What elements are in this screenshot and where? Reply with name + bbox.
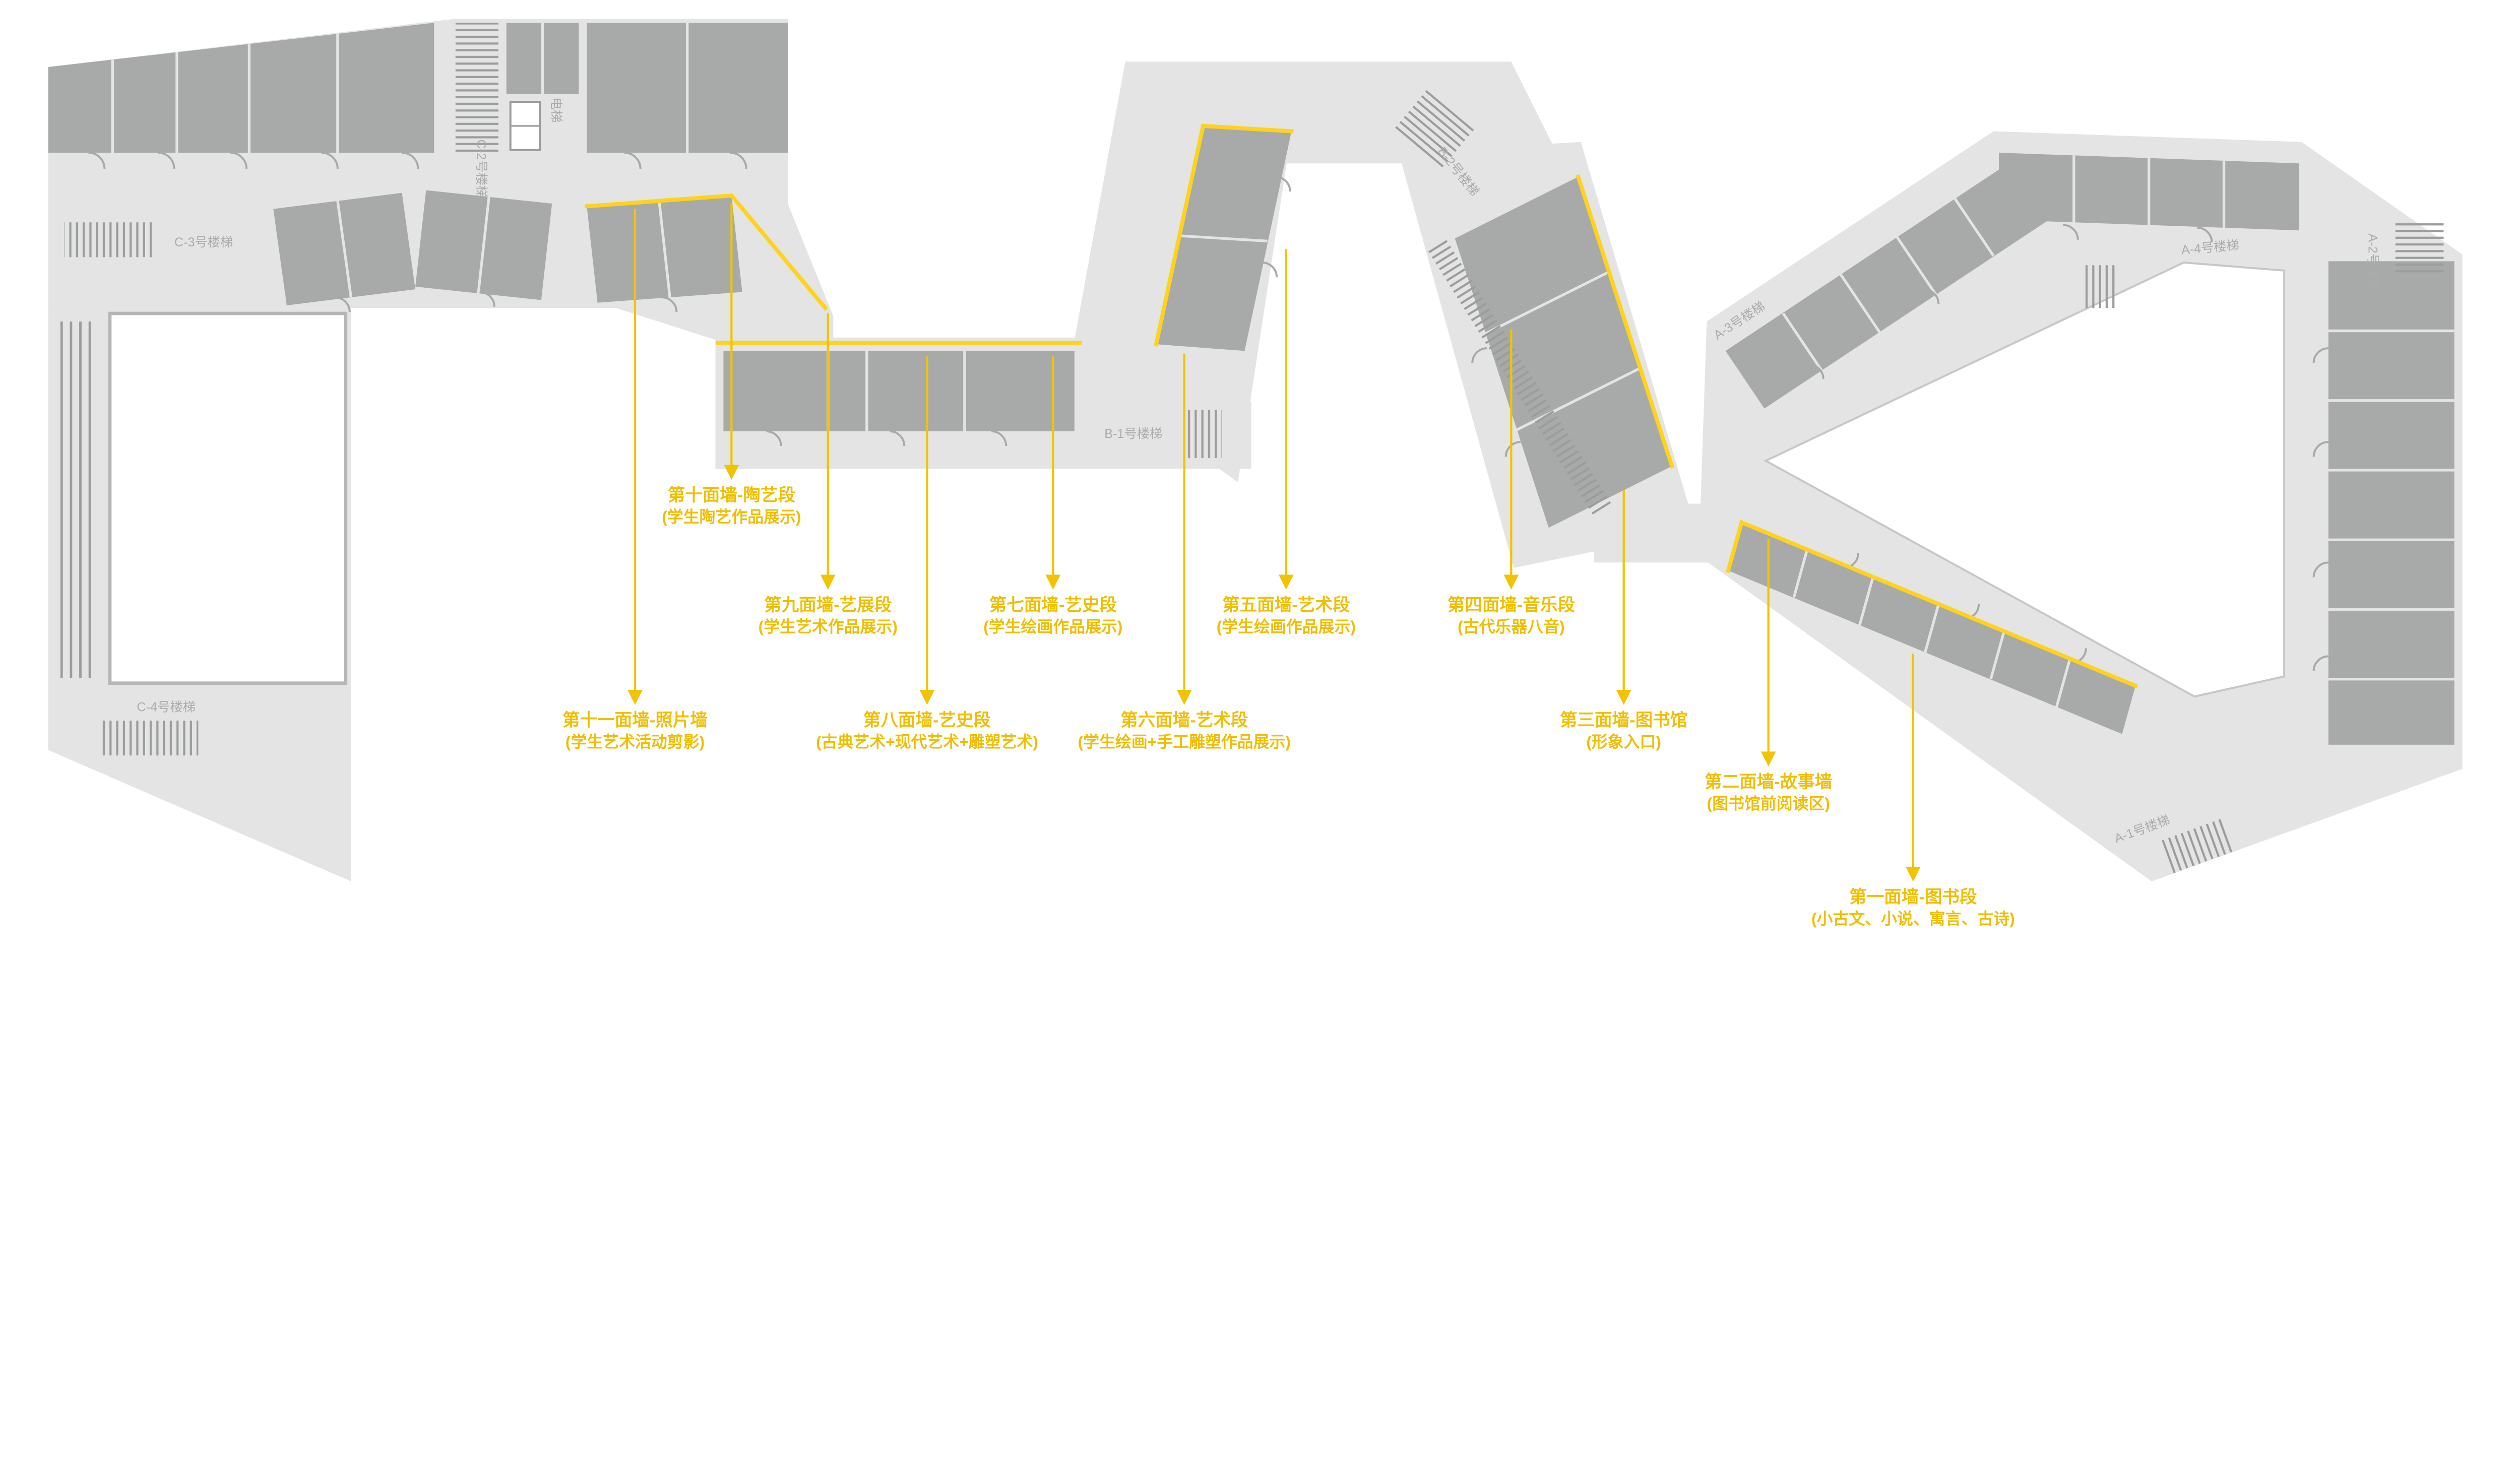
stair-label-c2: C-2号楼梯 bbox=[474, 140, 488, 198]
highlight-walls bbox=[585, 123, 2138, 689]
callout-title-wall-8: 第八面墙-艺史段 bbox=[863, 711, 991, 730]
stair-hatch-a1 bbox=[2159, 818, 2235, 874]
callout-sub-wall-6: (学生绘画+手工雕塑作品展示) bbox=[1078, 733, 1291, 751]
callout-title-wall-6: 第六面墙-艺术段 bbox=[1120, 711, 1248, 730]
callout-sub-wall-8: (古典艺术+现代艺术+雕塑艺术) bbox=[816, 733, 1038, 751]
west-ramp-stripes bbox=[60, 321, 91, 678]
callout-sub-wall-7: (学生绘画作品展示) bbox=[983, 618, 1122, 636]
callout-title-wall-3: 第三面墙-图书馆 bbox=[1560, 711, 1687, 730]
stair-hatch-a4 bbox=[2085, 265, 2117, 308]
callout-title-wall-4: 第四面墙-音乐段 bbox=[1447, 595, 1576, 615]
callout-title-wall-9: 第九面墙-艺展段 bbox=[764, 595, 892, 615]
callout-title-wall-1: 第一面墙-图书段 bbox=[1849, 887, 1977, 907]
callout-sub-wall-10: (学生陶艺作品展示) bbox=[662, 508, 801, 526]
stair-hatch-c4 bbox=[102, 721, 199, 756]
callouts: 第十一面墙-照片墙 (学生艺术活动剪影) 第十面墙-陶艺段 (学生陶艺作品展示)… bbox=[562, 204, 2015, 928]
callout-sub-wall-1: (小古文、小说、寓言、古诗) bbox=[1811, 910, 2015, 928]
callout-sub-wall-9: (学生艺术作品展示) bbox=[759, 618, 898, 636]
yellow-wall-music bbox=[1576, 174, 1675, 469]
callout-sub-wall-2: (图书馆前阅读区) bbox=[1707, 795, 1830, 813]
callout-sub-wall-4: (古代乐器八音) bbox=[1458, 618, 1564, 636]
stair-label-b1: B-1号楼梯 bbox=[1104, 427, 1162, 441]
room-blocks bbox=[48, 23, 2454, 745]
stair-hatch-c3 bbox=[64, 222, 153, 257]
callout-title-wall-2: 第二面墙-故事墙 bbox=[1705, 772, 1832, 792]
yellow-wall-story bbox=[1726, 520, 2138, 689]
west-courtyard bbox=[108, 311, 348, 685]
room-dividers bbox=[111, 23, 2454, 708]
floor-plan-page: C-3号楼梯 C-2号楼梯 电梯 C-4号楼梯 B-1号楼梯 B-2号楼梯 A-… bbox=[48, 19, 2463, 928]
elevator-hatch-c2 bbox=[455, 23, 498, 153]
stair-hatch-b1 bbox=[1187, 410, 1222, 459]
stair-hatch-a2 bbox=[2395, 222, 2444, 274]
rooms-east-right-band bbox=[2328, 261, 2454, 745]
yellow-wall-pottery-diagonal bbox=[585, 193, 829, 311]
stair-label-c3: C-3号楼梯 bbox=[174, 235, 233, 249]
callout-sub-wall-11: (学生艺术活动剪影) bbox=[565, 733, 705, 751]
callout-title-wall-7: 第七面墙-艺史段 bbox=[989, 595, 1117, 615]
callout-title-wall-5: 第五面墙-艺术段 bbox=[1222, 595, 1350, 615]
stair-hatch-b2 bbox=[1394, 88, 1476, 169]
stair-zebra-band bbox=[1427, 238, 1612, 515]
callout-title-wall-10: 第十面墙-陶艺段 bbox=[668, 485, 796, 505]
rooms-nw-top-a bbox=[48, 23, 434, 153]
stair-hatches bbox=[64, 23, 2444, 874]
elevator-label: 电梯 bbox=[549, 97, 563, 123]
callout-sub-wall-5: (学生绘画作品展示) bbox=[1217, 618, 1356, 636]
floor-plan-svg: C-3号楼梯 C-2号楼梯 电梯 C-4号楼梯 B-1号楼梯 B-2号楼梯 A-… bbox=[48, 19, 2463, 928]
slab-mid-corridor-stub bbox=[1594, 503, 1723, 563]
callout-title-wall-11: 第十一面墙-照片墙 bbox=[562, 711, 708, 730]
stair-label-a2: A-2号楼梯 bbox=[2366, 233, 2380, 291]
rooms-mid-diagonal bbox=[1455, 176, 1672, 528]
yellow-wall-mid-tilted bbox=[1154, 123, 1294, 347]
stair-label-c4: C-4号楼梯 bbox=[137, 700, 195, 714]
callout-sub-wall-3: (形象入口) bbox=[1586, 733, 1661, 751]
door-arcs bbox=[88, 152, 2328, 671]
rooms-row2 bbox=[723, 351, 1075, 431]
courtyards bbox=[60, 261, 2286, 698]
